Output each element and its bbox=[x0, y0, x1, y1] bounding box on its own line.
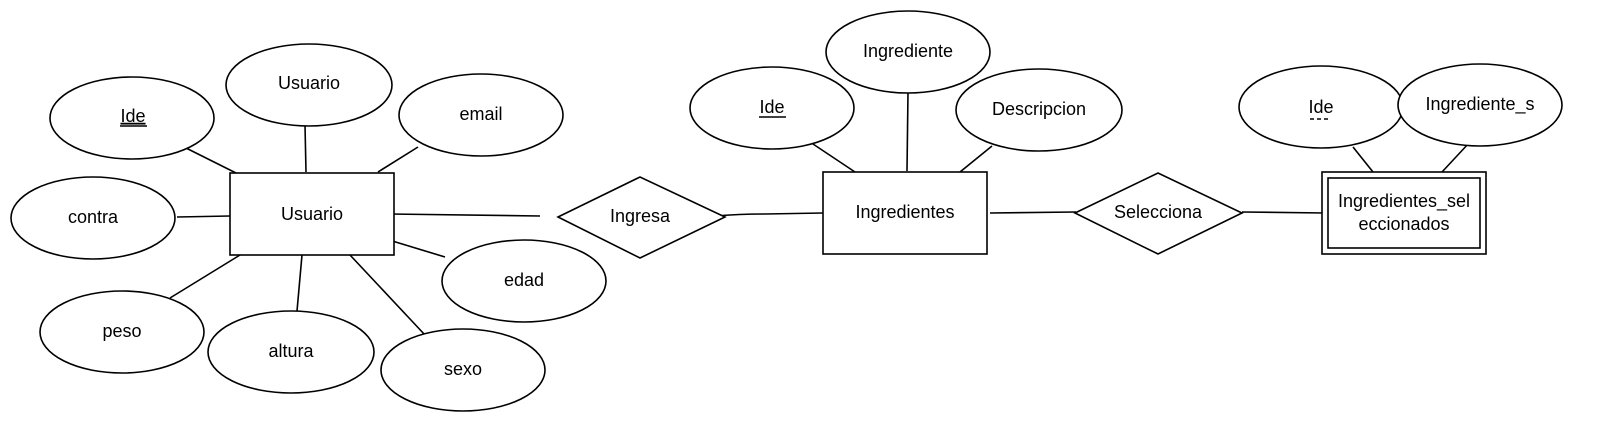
line-usuario-usuario-attr bbox=[304, 124, 307, 173]
attribute-usuario-usuario-label: Usuario bbox=[278, 73, 340, 93]
attribute-usuario-sexo[interactable]: sexo bbox=[380, 328, 546, 412]
attribute-usuario-ide[interactable]: Ide bbox=[49, 76, 215, 160]
attribute-usuario-email-label: email bbox=[459, 104, 502, 124]
relationship-selecciona-label: Selecciona bbox=[1114, 202, 1203, 222]
line-ingredientes-selecciona bbox=[989, 211, 1077, 214]
attribute-usuario-email[interactable]: email bbox=[398, 73, 564, 157]
line-usuario-ide bbox=[185, 147, 237, 174]
attribute-ingredientes-ide[interactable]: Ide bbox=[689, 66, 855, 150]
attribute-ingredientes-ingrediente-label: Ingrediente bbox=[863, 41, 953, 61]
entity-ingredientes-seleccionados[interactable]: Ingredientes_sel eccionados bbox=[1321, 171, 1487, 255]
entity-usuario[interactable]: Usuario bbox=[229, 172, 395, 256]
attribute-usuario-edad-label: edad bbox=[504, 270, 544, 290]
attribute-ingredientes-ingrediente[interactable]: Ingrediente bbox=[825, 10, 991, 94]
relationship-selecciona[interactable]: Selecciona bbox=[1073, 172, 1244, 255]
attribute-usuario-usuario[interactable]: Usuario bbox=[225, 43, 393, 127]
line-usuario-peso bbox=[169, 254, 241, 299]
attribute-usuario-ide-label: Ide bbox=[120, 106, 145, 126]
attribute-ingredientes-descripcion[interactable]: Descripcion bbox=[955, 68, 1123, 152]
entity-ingredientes-seleccionados-label-line2: eccionados bbox=[1358, 214, 1449, 234]
entity-ingredientes-seleccionados-label-line1: Ingredientes_sel bbox=[1338, 191, 1470, 212]
attribute-ingsel-ingrediente-s[interactable]: Ingrediente_s bbox=[1397, 63, 1563, 147]
attribute-ingsel-ingrediente-s-label: Ingrediente_s bbox=[1425, 94, 1534, 115]
line-ingredientes-ingrediente bbox=[906, 91, 909, 172]
attribute-usuario-altura-label: altura bbox=[268, 341, 314, 361]
attribute-usuario-contra[interactable]: contra bbox=[10, 176, 176, 260]
connector-lines bbox=[169, 91, 1470, 336]
line-usuario-email bbox=[377, 146, 419, 173]
attribute-ingsel-ide[interactable]: Ide bbox=[1238, 65, 1404, 149]
entity-usuario-label: Usuario bbox=[281, 204, 343, 224]
line-usuario-edad bbox=[388, 239, 446, 258]
relationship-ingresa-label: Ingresa bbox=[610, 206, 671, 226]
line-ingsel-ingrediente-s bbox=[1441, 142, 1470, 173]
attribute-usuario-contra-label: contra bbox=[68, 207, 119, 227]
entity-ingredientes[interactable]: Ingredientes bbox=[822, 171, 988, 255]
attribute-usuario-edad[interactable]: edad bbox=[441, 239, 607, 323]
line-selecciona-ingsel bbox=[1241, 211, 1326, 214]
line-usuario-contra bbox=[176, 215, 231, 218]
line-usuario-sexo bbox=[349, 254, 426, 336]
attribute-usuario-sexo-label: sexo bbox=[444, 359, 482, 379]
relationship-ingresa[interactable]: Ingresa bbox=[556, 176, 727, 259]
attribute-ingredientes-descripcion-label: Descripcion bbox=[992, 99, 1086, 119]
line-ingredientes-ide bbox=[806, 139, 856, 173]
attribute-ingsel-ide-label: Ide bbox=[1308, 97, 1333, 117]
line-usuario-ingresa bbox=[388, 213, 541, 217]
line-ingsel-ide bbox=[1352, 146, 1374, 173]
attribute-ingredientes-ide-label: Ide bbox=[759, 97, 784, 117]
attribute-usuario-peso[interactable]: peso bbox=[39, 290, 205, 374]
line-ingredientes-descripcion bbox=[959, 145, 993, 173]
attribute-usuario-peso-label: peso bbox=[102, 321, 141, 341]
entity-ingredientes-label: Ingredientes bbox=[855, 202, 954, 222]
line-usuario-altura bbox=[296, 254, 303, 312]
attribute-usuario-altura[interactable]: altura bbox=[207, 310, 375, 394]
line-ingresa-ingredientes bbox=[715, 212, 824, 217]
